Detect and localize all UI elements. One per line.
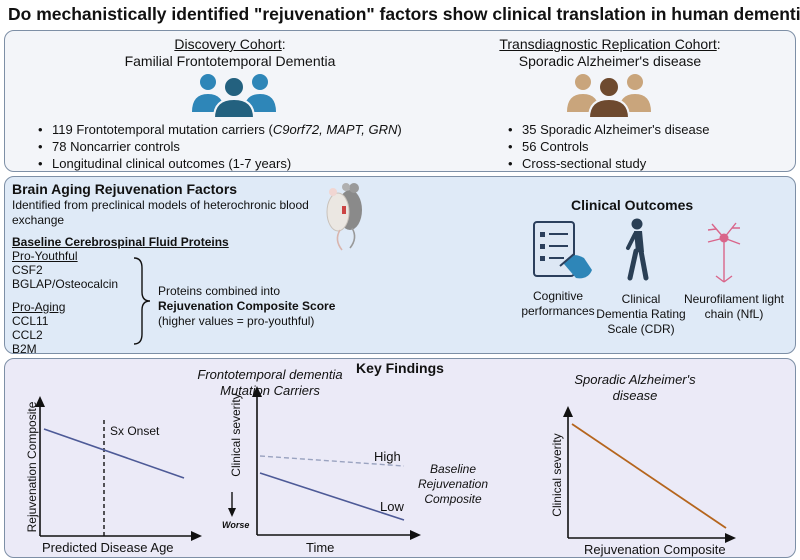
plot3-x-label: Rejuvenation Composite xyxy=(584,542,726,557)
plot1-trend-line xyxy=(43,428,185,479)
people-icon-tan xyxy=(567,74,651,119)
sx-onset-label: Sx Onset xyxy=(110,424,160,438)
plot1-x-label: Predicted Disease Age xyxy=(42,540,174,555)
high-label: High xyxy=(374,449,401,464)
list-item: Longitudinal clinical outcomes (1-7 year… xyxy=(36,155,402,172)
composite-score-note: (higher values = pro-youthful) xyxy=(158,314,315,328)
ftd-title: Frontotemporal dementia Mutation Carrier… xyxy=(197,367,343,398)
page-title: Do mechanistically identified "rejuvenat… xyxy=(8,4,800,24)
list-item: Cross-sectional study xyxy=(506,155,709,172)
key-findings-heading: Key Findings xyxy=(356,360,444,376)
discovery-cohort-heading: Discovery Cohort: xyxy=(174,36,286,52)
discovery-cohort-subheading: Familial Frontotemporal Dementia xyxy=(124,53,336,69)
low-line xyxy=(259,472,405,521)
replication-cohort-subheading: Sporadic Alzheimer's disease xyxy=(518,53,702,69)
neuron-icon xyxy=(707,222,741,283)
protein-ccl11: CCL11 xyxy=(12,314,49,328)
clinical-outcomes-heading: Clinical Outcomes xyxy=(571,197,694,213)
nfl-label: Neurofilament light chain (NfL) xyxy=(683,292,785,321)
factors-description: Identified from preclinical models of he… xyxy=(12,198,309,227)
low-label: Low xyxy=(380,499,404,514)
replication-cohort-heading: Transdiagnostic Replication Cohort: xyxy=(499,36,721,52)
csf-proteins-heading: Baseline Cerebrospinal Fluid Proteins xyxy=(12,235,229,249)
list-item: 56 Controls xyxy=(506,138,709,155)
protein-csf2: CSF2 xyxy=(12,263,43,277)
factors-panel xyxy=(4,176,796,354)
protein-bglap: BGLAP/Osteocalcin xyxy=(12,277,119,291)
mice-icon xyxy=(326,183,362,251)
plot2-x-label: Time xyxy=(306,540,335,555)
pro-youthful-label: Pro-Youthful xyxy=(12,249,78,263)
high-line xyxy=(259,455,405,467)
walking-person-icon xyxy=(626,218,649,281)
replication-bullets: 35 Sporadic Alzheimer's disease 56 Contr… xyxy=(506,121,709,172)
findings-panel xyxy=(4,358,796,558)
clipboard-icon xyxy=(533,221,592,279)
composite-score-name: Rejuvenation Composite Score xyxy=(158,299,336,313)
protein-ccl2: CCL2 xyxy=(12,328,43,342)
list-item: 35 Sporadic Alzheimer's disease xyxy=(506,121,709,138)
list-item: 78 Noncarrier controls xyxy=(36,138,402,155)
pro-aging-label: Pro-Aging xyxy=(12,300,66,314)
list-item: 119 Frontotemporal mutation carriers (C9… xyxy=(36,121,402,138)
ad-title: Sporadic Alzheimer's disease xyxy=(574,372,696,403)
worse-label: Worse xyxy=(222,520,250,530)
plot3-trend-line xyxy=(571,423,727,529)
combined-text: Proteins combined into xyxy=(158,284,281,298)
factors-heading: Brain Aging Rejuvenation Factors xyxy=(12,181,238,197)
discovery-bullets: 119 Frontotemporal mutation carriers (C9… xyxy=(36,121,402,172)
protein-b2m: B2M xyxy=(12,342,37,356)
people-icon-blue xyxy=(192,74,276,119)
cdr-label: Clinical Dementia Rating Scale (CDR) xyxy=(596,292,686,336)
brace-icon xyxy=(133,257,151,345)
baseline-legend-label: Baseline Rejuvenation Composite xyxy=(417,462,489,506)
cognitive-label: Cognitive performances xyxy=(521,289,595,318)
plot3-y-label: Clinical severity xyxy=(550,433,564,517)
